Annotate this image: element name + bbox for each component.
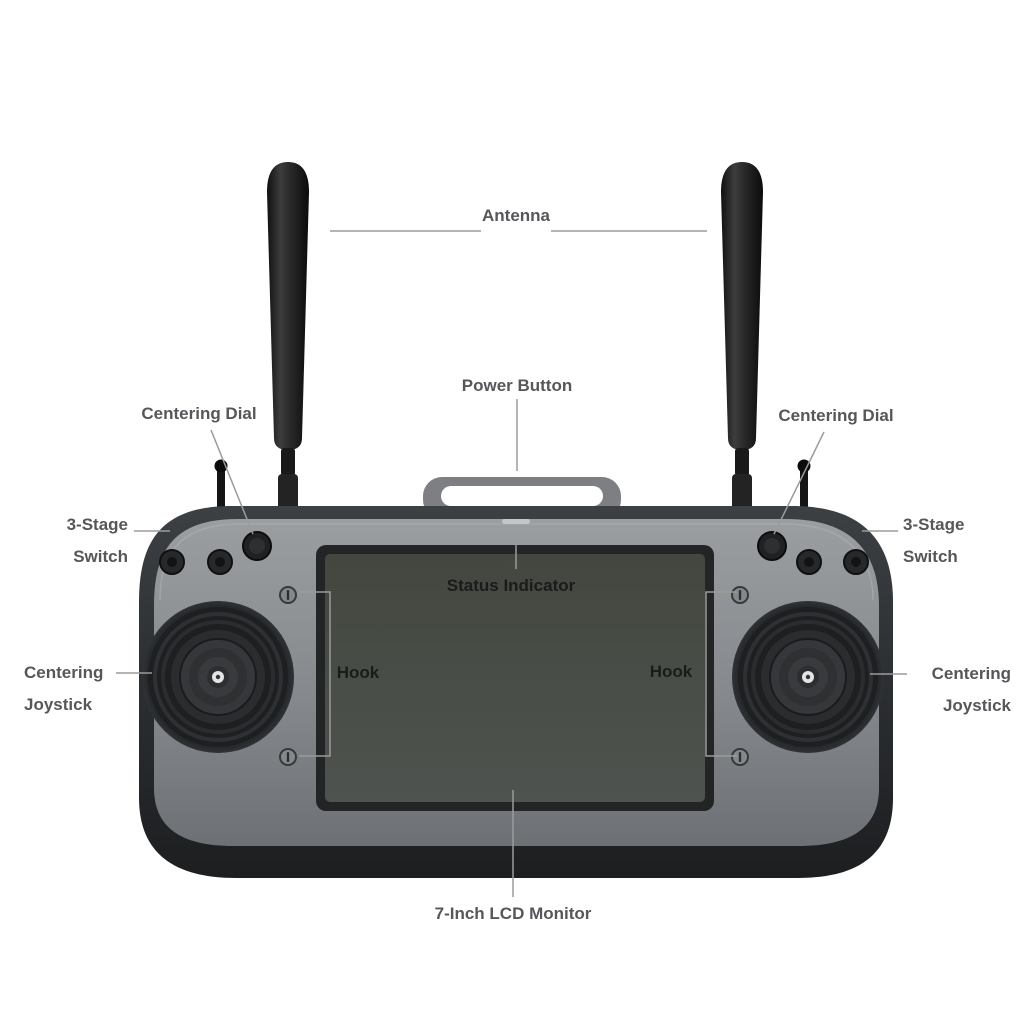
knob-right-outer <box>843 549 869 575</box>
hook-screw-top-left <box>279 586 297 604</box>
label-line: Joystick <box>24 695 93 714</box>
label-line: 3-Stage <box>903 515 965 534</box>
label-centering-joystick-right: Centering Joystick <box>932 658 1011 722</box>
centering-dial-line-right <box>773 431 825 535</box>
label-status-indicator: Status Indicator <box>446 576 576 595</box>
antenna-left <box>267 162 309 522</box>
label-line: Switch <box>73 547 128 566</box>
label-lcd-monitor: 7-Inch LCD Monitor <box>434 904 592 923</box>
label-line: 3-Stage <box>66 515 128 534</box>
joystick-right <box>732 601 884 753</box>
centering-dial-line-left <box>210 429 254 535</box>
label-line: Switch <box>903 547 958 566</box>
label-line: Centering <box>931 664 1011 683</box>
joystick-left <box>142 601 294 753</box>
three-stage-switch-left <box>214 459 228 518</box>
label-line: Centering <box>24 663 104 682</box>
label-hook-left: Hook <box>336 663 380 682</box>
three-stage-switch-right <box>797 459 811 518</box>
label-antenna: Antenna <box>482 206 550 225</box>
centering-dial-right <box>757 531 787 561</box>
hook-screw-top-right <box>731 586 749 604</box>
label-three-stage-switch-right: 3-Stage Switch <box>903 509 964 573</box>
hook-screw-bottom-left <box>279 748 297 766</box>
lcd-monitor <box>316 545 714 811</box>
label-three-stage-switch-left: 3-Stage Switch <box>67 509 128 573</box>
leader-lines <box>116 230 907 897</box>
hook-screw-bottom-right <box>731 748 749 766</box>
antenna-right <box>721 162 763 522</box>
label-centering-joystick-left: Centering Joystick <box>24 657 103 721</box>
knob-left-outer <box>159 549 185 575</box>
knob-right-inner <box>796 549 822 575</box>
knob-left-inner <box>207 549 233 575</box>
centering-dial-left <box>242 531 272 561</box>
label-power-button: Power Button <box>461 376 573 395</box>
label-centering-dial-left: Centering Dial <box>141 404 257 423</box>
hook-bracket-left <box>299 591 331 757</box>
status-indicator-led <box>502 519 530 524</box>
label-line: Joystick <box>942 696 1011 715</box>
label-centering-dial-right: Centering Dial <box>778 406 894 425</box>
hook-bracket-right <box>705 591 737 757</box>
label-hook-right: Hook <box>649 662 693 681</box>
